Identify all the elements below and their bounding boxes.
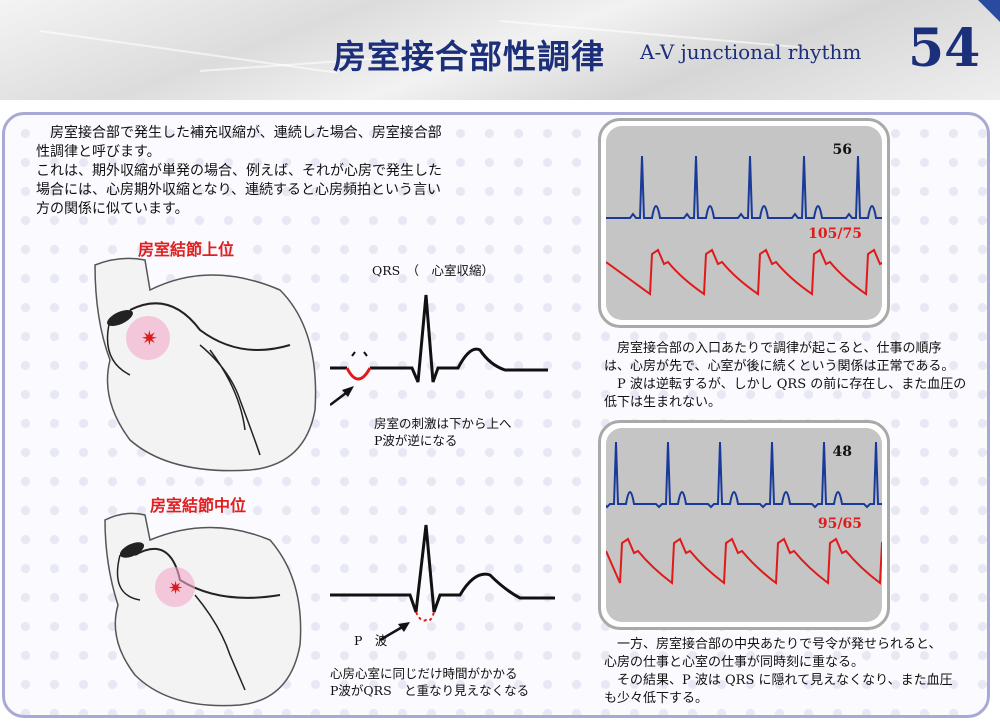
ecg-pressure-traces	[606, 155, 882, 296]
middle-caption: 心房心室に同じだけ時間がかかる P波がQRS と重なり見えなくなる	[330, 665, 529, 699]
description-line: 低下は生まれない。	[604, 395, 722, 410]
description-line: 心房の仕事と心室の仕事が同時刻に重なる。	[604, 655, 865, 670]
burst-icon: ✷	[168, 578, 183, 599]
page-title: 房室接合部性調律	[333, 37, 605, 76]
upper-caption: 房室の刺激は下から上へ P波が逆になる	[374, 415, 512, 449]
description-line: も少々低下する。	[604, 691, 709, 706]
intro-line: 方の関係に似ています。	[36, 201, 189, 217]
caption-line: P波が逆になる	[374, 433, 458, 448]
description-line: 房室接合部の入口あたりで調律が起こると、仕事の順序	[604, 341, 942, 356]
description-line: 一方、房室接合部の中央あたりで号令が発せられると、	[604, 637, 942, 652]
patient-monitor-2: 48 95/65	[598, 420, 890, 630]
description-line: は、心房が先で、心室が後に続くという関係は正常である。	[604, 359, 955, 374]
p-wave-label: P 波	[354, 633, 388, 648]
description-line: その結果、P 波は QRS に隠れて見えなくなり、また血圧	[604, 673, 953, 688]
corner-triangle	[978, 0, 1000, 22]
heart-diagram-upper: ✷	[94, 257, 317, 472]
monitor1-description: 房室接合部の入口あたりで調律が起こると、仕事の順序 は、心房が先で、心室が後に続…	[604, 340, 984, 412]
caption-line: 房室の刺激は下から上へ	[374, 416, 512, 431]
heart-diagram-middle: ✷	[104, 512, 302, 707]
heart-rate: 48	[832, 444, 852, 460]
intro-line: 房室接合部で発生した補充収縮が、連続した場合、房室接合部	[36, 125, 442, 141]
blood-pressure: 95/65	[817, 516, 862, 532]
caption-line: P波がQRS と重なり見えなくなる	[330, 683, 530, 698]
intro-line: これは、期外収縮が単発の場合、例えば、それが心房で発生した	[36, 163, 442, 179]
patient-monitor-1: 56 105/75	[598, 118, 890, 328]
intro-line: 性調律と呼びます。	[36, 144, 161, 160]
page-subtitle: A-V junctional rhythm	[640, 40, 862, 64]
description-line: P 波は逆転するが、しかし QRS の前に存在し、また血圧の	[604, 377, 967, 392]
intro-line: 場合には、心房期外収縮となり、連続すると心房頻拍という言い	[36, 182, 442, 198]
middle-ecg-waveform	[330, 524, 555, 622]
ecg-pressure-traces	[606, 441, 882, 585]
glow-icon	[155, 567, 195, 607]
monitor2-description: 一方、房室接合部の中央あたりで号令が発せられると、 心房の仕事と心室の仕事が同時…	[604, 636, 984, 708]
heart-rate: 56	[832, 142, 852, 158]
arrow-icon	[379, 622, 410, 642]
blood-pressure: 105/75	[808, 226, 862, 242]
upper-node-label: 房室結節上位	[138, 240, 235, 259]
glow-icon	[126, 316, 170, 360]
intro-text: 房室接合部で発生した補充収縮が、連続した場合、房室接合部 性調律と呼びます。 こ…	[36, 124, 516, 219]
caption-line: 心房心室に同じだけ時間がかかる	[330, 666, 518, 681]
burst-icon: ✷	[141, 326, 158, 350]
page-number: 54	[908, 18, 981, 79]
middle-node-label: 房室結節中位	[150, 496, 247, 515]
upper-ecg-waveform	[330, 294, 548, 406]
page-header: 房室接合部性調律 A-V junctional rhythm 54	[0, 0, 1000, 100]
upper-ecg-title: QRS （ 心室収縮）	[372, 263, 494, 278]
